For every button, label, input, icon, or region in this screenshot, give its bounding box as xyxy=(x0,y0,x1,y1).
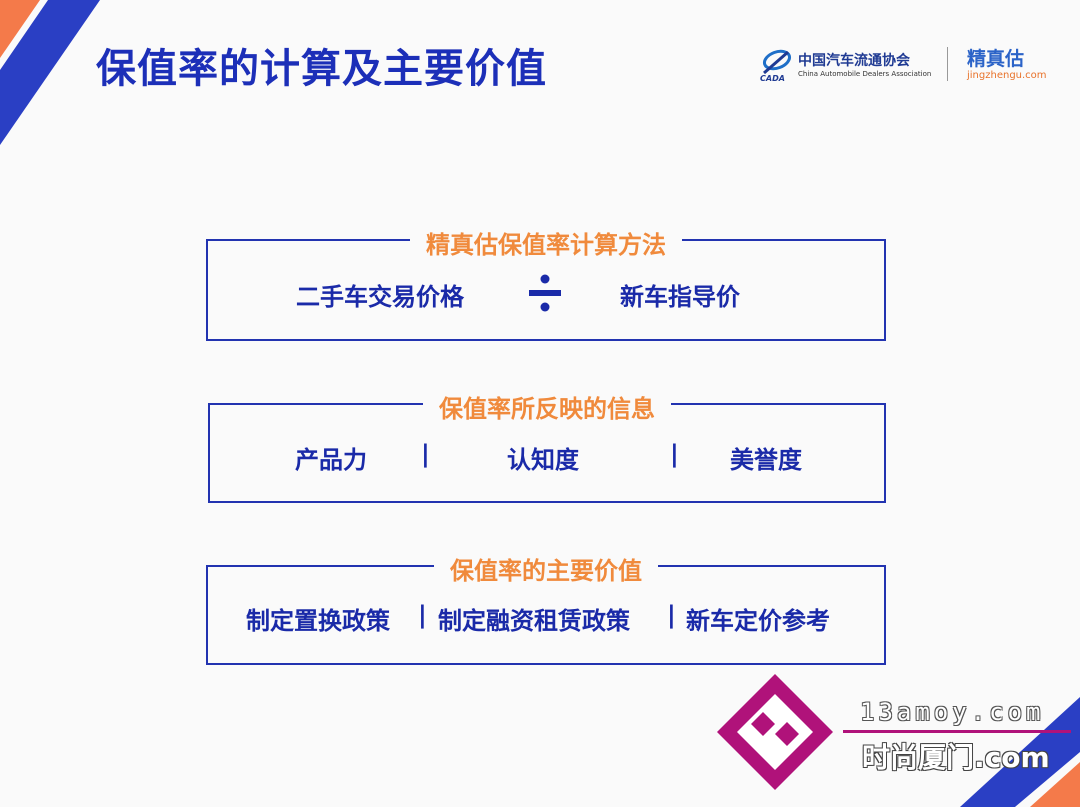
watermark-underline xyxy=(843,730,1071,733)
used-car-price: 二手车交易价格 xyxy=(296,283,464,311)
separator: | xyxy=(667,601,676,629)
caada-logo: CADA 中国汽车流通协会 China Automobile Dealers A… xyxy=(758,47,938,87)
jingzhengu-logo: 精真估 jingzhengu.com xyxy=(967,44,1047,81)
trade-in-policy: 制定置换政策 xyxy=(246,607,390,635)
value-box: 保值率的主要价值 xyxy=(206,551,886,665)
caada-emblem-icon: CADA xyxy=(760,49,792,83)
new-car-pricing: 新车定价参考 xyxy=(686,607,830,635)
jingzhengu-url: jingzhengu.com xyxy=(967,70,1047,81)
divide-icon xyxy=(529,274,561,312)
watermark-site: 13amoy.com xyxy=(860,698,1045,726)
separator: | xyxy=(670,440,679,468)
jingzhengu-name: 精真估 xyxy=(967,48,1025,70)
separator: | xyxy=(421,440,430,468)
reputation: 美誉度 xyxy=(730,446,802,474)
info-label: 保值率所反映的信息 xyxy=(423,389,671,424)
caada-name-cn: 中国汽车流通协会 xyxy=(798,53,910,69)
corner-stripes-top-left xyxy=(0,0,100,145)
value-label: 保值率的主要价值 xyxy=(434,551,658,586)
watermark-name: 时尚厦门.com xyxy=(862,741,1050,774)
caada-name-en: China Automobile Dealers Association xyxy=(798,70,932,78)
awareness: 认知度 xyxy=(507,446,579,474)
separator: | xyxy=(418,601,427,629)
calc-method-box: 精真估保值率计算方法 xyxy=(206,225,886,341)
corner-stripes-bottom-right xyxy=(960,697,1080,807)
product-strength: 产品力 xyxy=(295,446,367,474)
calc-method-label: 精真估保值率计算方法 xyxy=(410,225,682,260)
leasing-policy: 制定融资租赁政策 xyxy=(438,607,630,635)
new-car-msrp: 新车指导价 xyxy=(620,283,740,311)
logo-divider xyxy=(947,47,948,81)
info-box: 保值率所反映的信息 xyxy=(208,389,886,503)
caada-mark: CADA xyxy=(760,74,785,83)
page-title: 保值率的计算及主要价值 xyxy=(96,46,547,92)
watermark-logo-icon xyxy=(717,674,833,790)
